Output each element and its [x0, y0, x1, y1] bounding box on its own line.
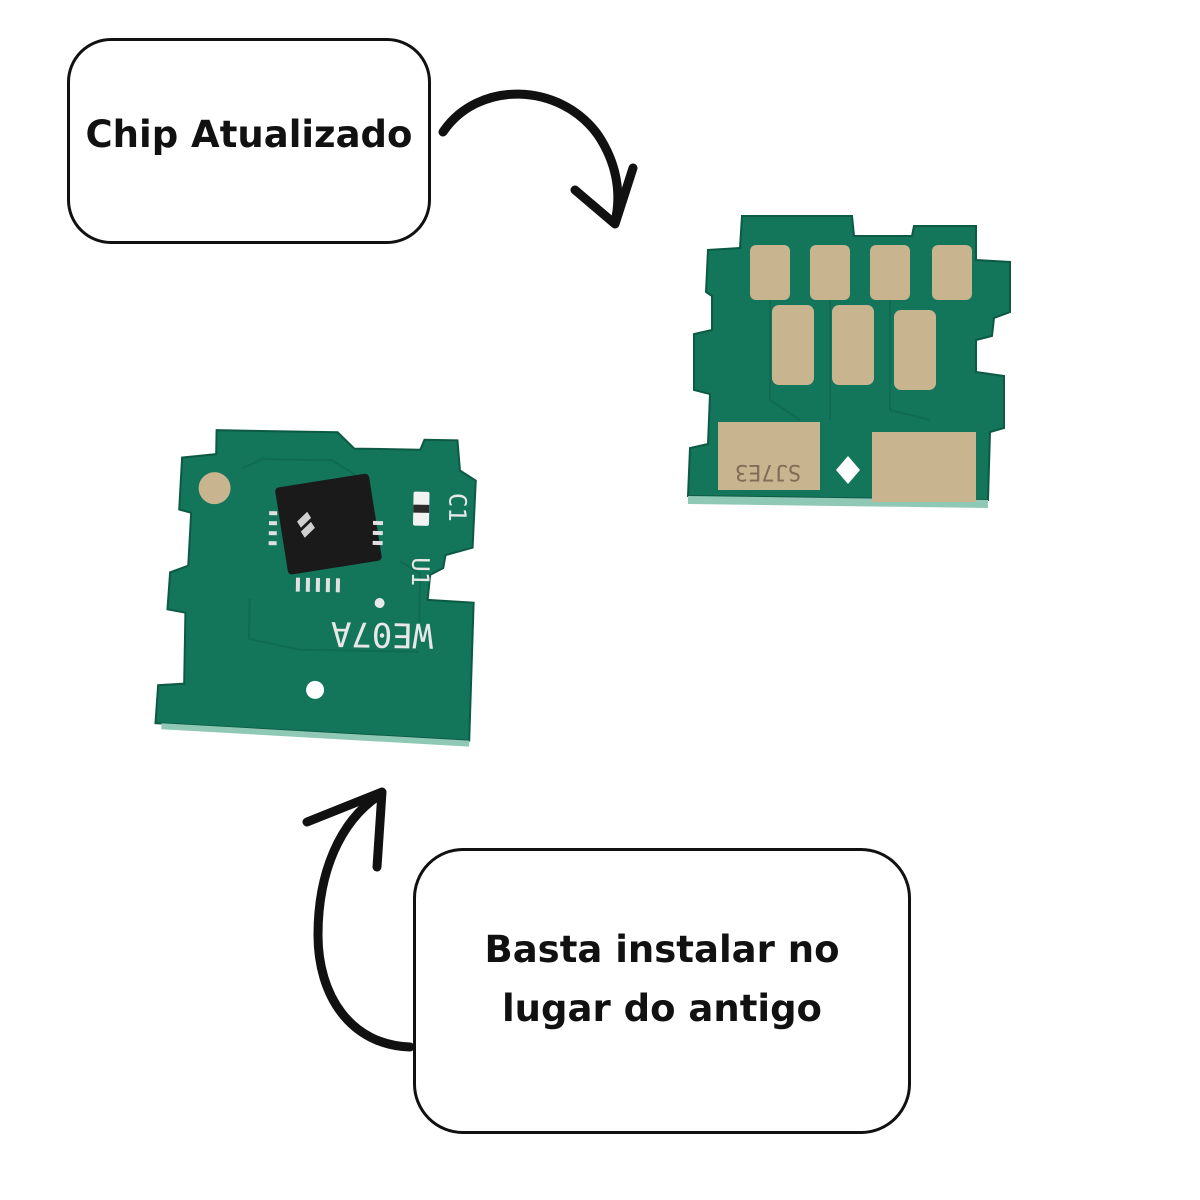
callout-chip-atualizado: Chip Atualizado: [67, 38, 431, 244]
chip-front-hole: [306, 680, 325, 699]
chip-back-marking: SJ7E3: [735, 459, 801, 484]
chip-front-label-u1: U1: [406, 557, 435, 586]
chip-back-pads-bottom-row: [772, 305, 936, 390]
callout-install-instructions: Basta instalar no lugar do antigo: [413, 848, 911, 1134]
chip-front: WE07A C1 U1: [154, 429, 477, 747]
arrow-bottom-icon: [302, 787, 415, 1052]
chip-front-ic-logo-icon: [297, 511, 315, 538]
callout-top-text: Chip Atualizado: [85, 112, 413, 156]
chip-back-pads-top-row: [750, 245, 972, 300]
chip-front-board: [154, 429, 477, 742]
callout-bottom-line-1: Basta instalar no: [484, 927, 840, 971]
callout-bottom-text: Basta instalar no lugar do antigo: [485, 920, 840, 1038]
chip-back-large-pad-right: [872, 432, 976, 502]
chip-front-marking: WE07A: [331, 613, 434, 655]
chip-front-label-c1: C1: [443, 493, 472, 522]
chip-front-ic: [275, 473, 382, 575]
callout-bottom-line-2: lugar do antigo: [502, 987, 822, 1030]
arrow-top-icon: [438, 89, 638, 229]
chip-back: SJ7E3: [686, 215, 1011, 508]
chip-front-pad-circle: [198, 472, 231, 505]
chip-back-large-pad-left: [718, 422, 820, 490]
